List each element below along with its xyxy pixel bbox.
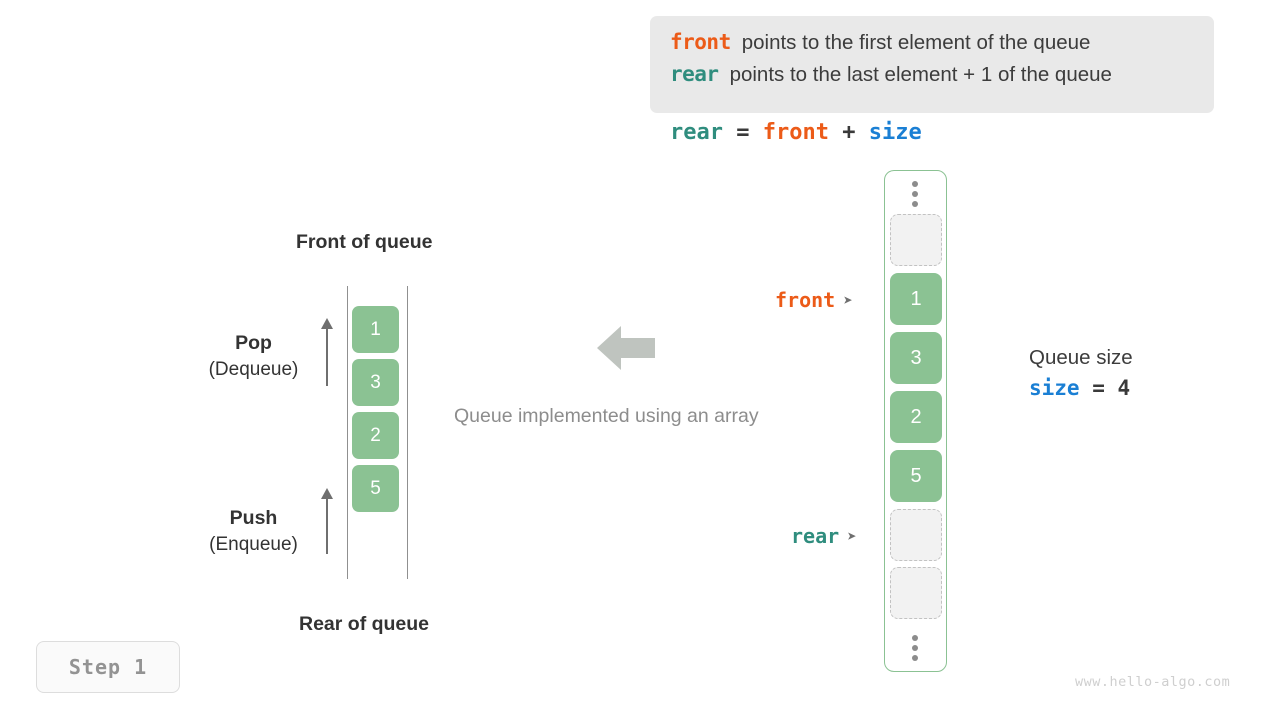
push-title: Push [229,507,278,529]
rear-of-queue-label: Rear of queue [299,613,430,635]
front-of-queue-label: Front of queue [296,231,433,253]
legend-line-front: front points to the first element of the… [670,30,1194,55]
rear-formula: rear = front + size [670,120,922,145]
pop-subtitle: (Dequeue) [208,359,299,380]
formula-plus: + [842,120,856,145]
push-arrow-icon [320,488,334,554]
array-bottom-ellipsis-icon [911,635,919,661]
push-subtitle: (Enqueue) [209,534,298,555]
pop-arrow-icon [320,318,334,386]
queue-size-block: Queue size size = 4 [1029,344,1133,404]
left-arrow-icon [597,325,655,376]
array-slot [890,214,942,266]
rear-pointer-text: rear [791,524,840,548]
array-container [884,170,947,672]
rear-pointer-label: rear ➤ [791,524,857,548]
queue-cell: 5 [352,465,399,512]
array-top-ellipsis-icon [911,181,919,207]
push-label: Push (Enqueue) [196,506,311,558]
queue-rail-right [407,286,408,579]
queue-cell: 1 [352,306,399,353]
queue-rail-left [347,286,348,579]
formula-front: front [762,120,829,145]
watermark: www.hello-algo.com [1075,674,1231,690]
front-pointer-caret-icon: ➤ [843,291,853,310]
array-slot: 3 [890,332,942,384]
legend-box: front points to the first element of the… [650,16,1214,113]
pop-title: Pop [235,332,272,354]
diagram-caption: Queue implemented using an array [454,405,759,427]
rear-description: points to the last element + 1 of the qu… [729,63,1112,86]
formula-size: size [868,120,922,145]
queue-cell: 2 [352,412,399,459]
queue-size-title: Queue size [1029,346,1133,369]
size-equals: = [1092,376,1105,400]
queue-cell: 3 [352,359,399,406]
size-keyword: size [1029,376,1080,400]
array-slot: 5 [890,450,942,502]
rear-pointer-caret-icon: ➤ [847,527,857,546]
size-value: 4 [1117,376,1131,400]
front-pointer-label: front ➤ [775,288,853,312]
pop-label: Pop (Dequeue) [196,331,311,383]
front-keyword: front [670,30,731,54]
front-description: points to the first element of the queue [741,31,1091,54]
legend-line-rear: rear points to the last element + 1 of t… [670,62,1194,87]
queue-size-expression: size = 4 [1029,372,1133,404]
array-slot: 1 [890,273,942,325]
step-badge: Step 1 [36,641,180,693]
front-pointer-text: front [775,288,836,312]
formula-rear: rear [670,120,723,145]
array-slot [890,509,942,561]
array-slot: 2 [890,391,942,443]
formula-equals: = [736,120,750,145]
rear-keyword: rear [670,62,719,86]
array-slot [890,567,942,619]
